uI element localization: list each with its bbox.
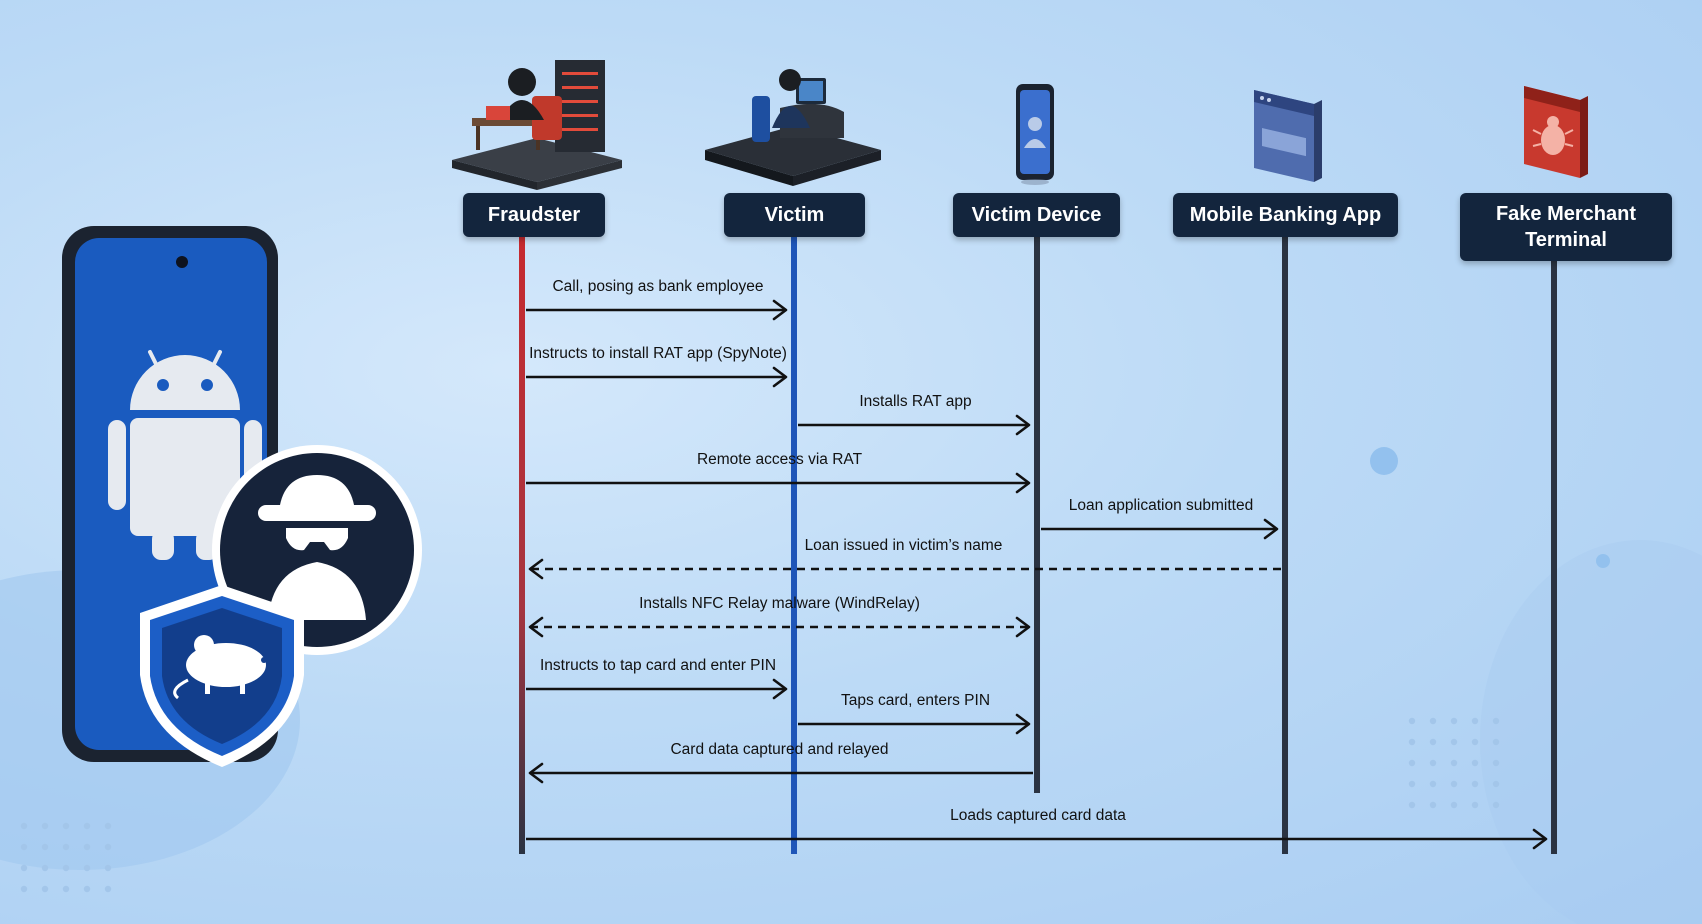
decor-dot bbox=[1408, 738, 1416, 746]
office-worker-desk-icon bbox=[705, 69, 881, 186]
decor-dot bbox=[1429, 717, 1437, 725]
decor-dot bbox=[104, 843, 112, 851]
malware-bug-window-icon bbox=[1524, 86, 1588, 178]
decor-dot bbox=[1450, 738, 1458, 746]
decor-dot bbox=[1471, 738, 1479, 746]
message-label: Remote access via RAT bbox=[696, 451, 863, 468]
decor-dot bbox=[1408, 759, 1416, 767]
message-label: Loan issued in victim’s name bbox=[804, 537, 1003, 554]
message-label: Installs RAT app bbox=[859, 393, 972, 410]
decor-dot bbox=[104, 864, 112, 872]
decor-dot bbox=[1471, 780, 1479, 788]
decor-dot bbox=[1471, 717, 1479, 725]
decor-dot bbox=[62, 843, 70, 851]
decor-dot bbox=[83, 885, 91, 893]
message-arrow bbox=[526, 366, 788, 388]
lifelines bbox=[519, 236, 1558, 855]
message-label: Taps card, enters PIN bbox=[840, 692, 991, 709]
decor-dot bbox=[20, 843, 28, 851]
decor-dot bbox=[1429, 738, 1437, 746]
decor-dot bbox=[1471, 759, 1479, 767]
actor-label-victim: Victim bbox=[724, 193, 865, 237]
message-arrow bbox=[528, 762, 1033, 784]
dot-grid-left bbox=[20, 822, 112, 893]
decor-dot bbox=[1450, 759, 1458, 767]
decor-dot bbox=[1429, 759, 1437, 767]
decor-dot bbox=[62, 864, 70, 872]
decor-dot bbox=[104, 822, 112, 830]
android-robot-icon bbox=[108, 350, 262, 560]
decor-dot bbox=[41, 843, 49, 851]
decor-dot bbox=[1429, 780, 1437, 788]
dot-grid-right bbox=[1408, 717, 1500, 809]
message-label: Loads captured card data bbox=[950, 807, 1126, 824]
decor-dot bbox=[1471, 801, 1479, 809]
actor-label-device: Victim Device bbox=[953, 193, 1120, 237]
decor-dot bbox=[1408, 801, 1416, 809]
message-label: Card data captured and relayed bbox=[670, 741, 889, 758]
bank-app-window-icon bbox=[1254, 90, 1322, 182]
message-label: Instructs to install RAT app (SpyNote) bbox=[529, 345, 787, 362]
decor-dot bbox=[1429, 801, 1437, 809]
actor-label-fraudster: Fraudster bbox=[463, 193, 605, 237]
message-arrows bbox=[526, 299, 1548, 850]
message-arrow bbox=[528, 558, 1281, 580]
decor-dot bbox=[1408, 780, 1416, 788]
decor-dot bbox=[1450, 780, 1458, 788]
message-arrow bbox=[798, 713, 1031, 735]
message-label: Installs NFC Relay malware (WindRelay) bbox=[639, 595, 920, 612]
message-label: Call, posing as bank employee bbox=[552, 278, 764, 295]
message-label: Loan application submitted bbox=[1068, 497, 1254, 514]
message-arrow bbox=[526, 828, 1548, 850]
decor-dot bbox=[1408, 717, 1416, 725]
message-arrow bbox=[526, 299, 788, 321]
decor-dot bbox=[20, 864, 28, 872]
decor-dot bbox=[1492, 801, 1500, 809]
actor-label-bankapp: Mobile Banking App bbox=[1173, 193, 1398, 237]
decor-dot bbox=[41, 885, 49, 893]
decor-dot bbox=[1450, 801, 1458, 809]
decor-dot bbox=[83, 843, 91, 851]
rat-shield-icon bbox=[140, 585, 304, 767]
message-arrow bbox=[526, 472, 1031, 494]
message-arrow bbox=[1041, 518, 1279, 540]
decor-dot bbox=[62, 885, 70, 893]
message-arrow bbox=[798, 414, 1031, 436]
decor-dot bbox=[41, 864, 49, 872]
message-label: Instructs to tap card and enter PIN bbox=[539, 657, 777, 674]
message-arrow bbox=[528, 616, 1031, 638]
hacker-desk-icon bbox=[452, 60, 622, 190]
smartphone-user-icon bbox=[1016, 84, 1054, 185]
message-arrow bbox=[526, 678, 788, 700]
decor-dot bbox=[1492, 780, 1500, 788]
decor-dot bbox=[104, 885, 112, 893]
decor-dot bbox=[1492, 717, 1500, 725]
decor-dot bbox=[83, 864, 91, 872]
decor-dot bbox=[41, 822, 49, 830]
decor-dot bbox=[20, 885, 28, 893]
actor-label-terminal: Fake Merchant Terminal bbox=[1460, 193, 1672, 261]
decor-dot bbox=[83, 822, 91, 830]
decor-dot bbox=[20, 822, 28, 830]
decor-dot bbox=[62, 822, 70, 830]
decor-dot bbox=[1492, 759, 1500, 767]
decor-dot bbox=[1450, 717, 1458, 725]
decor-dot bbox=[1492, 738, 1500, 746]
